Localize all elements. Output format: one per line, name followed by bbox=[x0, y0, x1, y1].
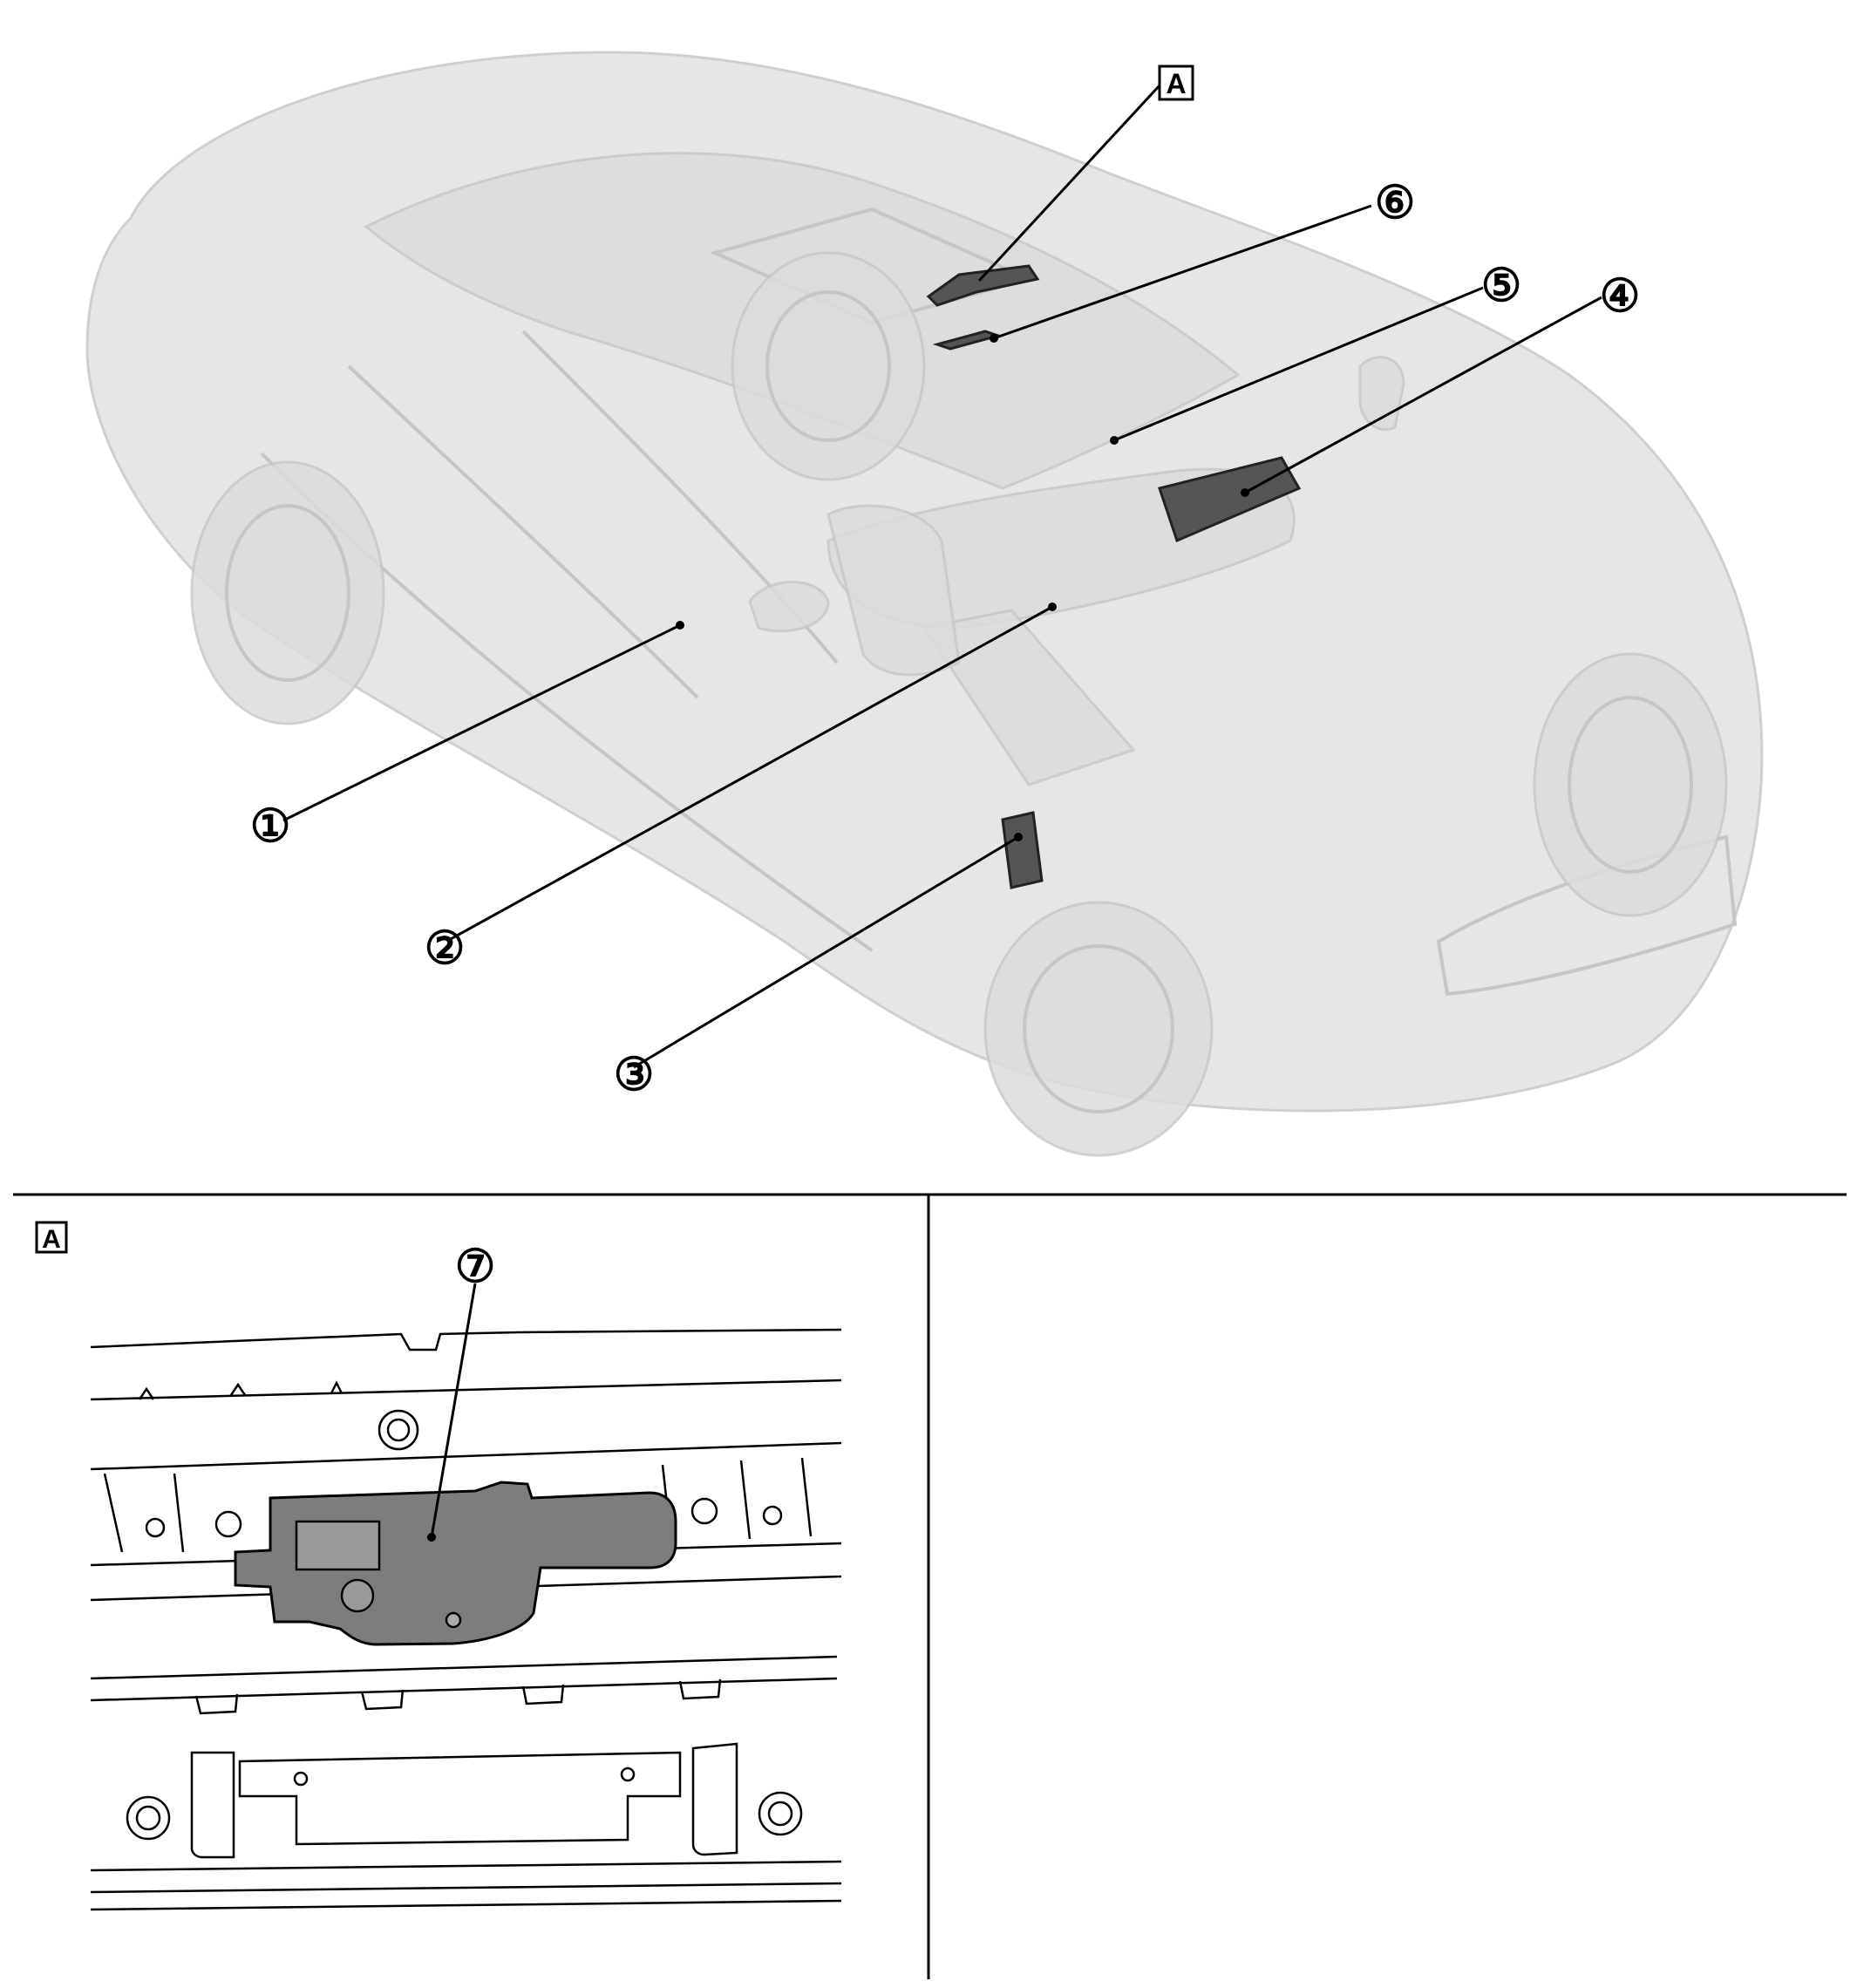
callout-5: ⑤ bbox=[1481, 261, 1522, 311]
leader-line-7 bbox=[430, 1283, 477, 1538]
leader-dot-4 bbox=[1241, 488, 1249, 497]
sunroof-motor-detail bbox=[234, 1481, 677, 1646]
detail-view-a: A bbox=[35, 1221, 842, 1911]
callout-3: ③ bbox=[614, 1050, 655, 1100]
module-4-part bbox=[1158, 456, 1302, 543]
callout-7: ⑦ bbox=[455, 1242, 496, 1292]
leader-lines bbox=[282, 84, 1602, 1069]
leader-dot-3 bbox=[1014, 833, 1023, 841]
highlighted-components bbox=[926, 264, 1302, 889]
callout-2: ② bbox=[425, 923, 466, 974]
callout-4: ④ bbox=[1600, 271, 1641, 322]
leader-dot-6 bbox=[990, 334, 998, 343]
leader-dot-5 bbox=[1110, 436, 1119, 445]
panel-dividers bbox=[13, 1193, 1847, 1979]
sunroof-motor-part bbox=[926, 264, 1040, 307]
view-label-a-top-text: A bbox=[1166, 68, 1186, 99]
callout-numbers: ⑥ ⑤ ④ ① ② ③ bbox=[250, 178, 1641, 1100]
view-label-a-detail-text: A bbox=[42, 1225, 61, 1254]
roof-structure-lineart bbox=[90, 1328, 842, 1911]
leader-dot-1 bbox=[676, 621, 684, 630]
callout-1: ① bbox=[250, 801, 291, 852]
callout-6: ⑥ bbox=[1375, 178, 1416, 228]
vehicle-ghost-illustration bbox=[85, 51, 1764, 1157]
module-3-part bbox=[1001, 811, 1044, 889]
leader-dot-7 bbox=[427, 1533, 436, 1542]
view-label-a-top: A bbox=[1158, 65, 1194, 101]
leader-dot-2 bbox=[1048, 603, 1057, 611]
